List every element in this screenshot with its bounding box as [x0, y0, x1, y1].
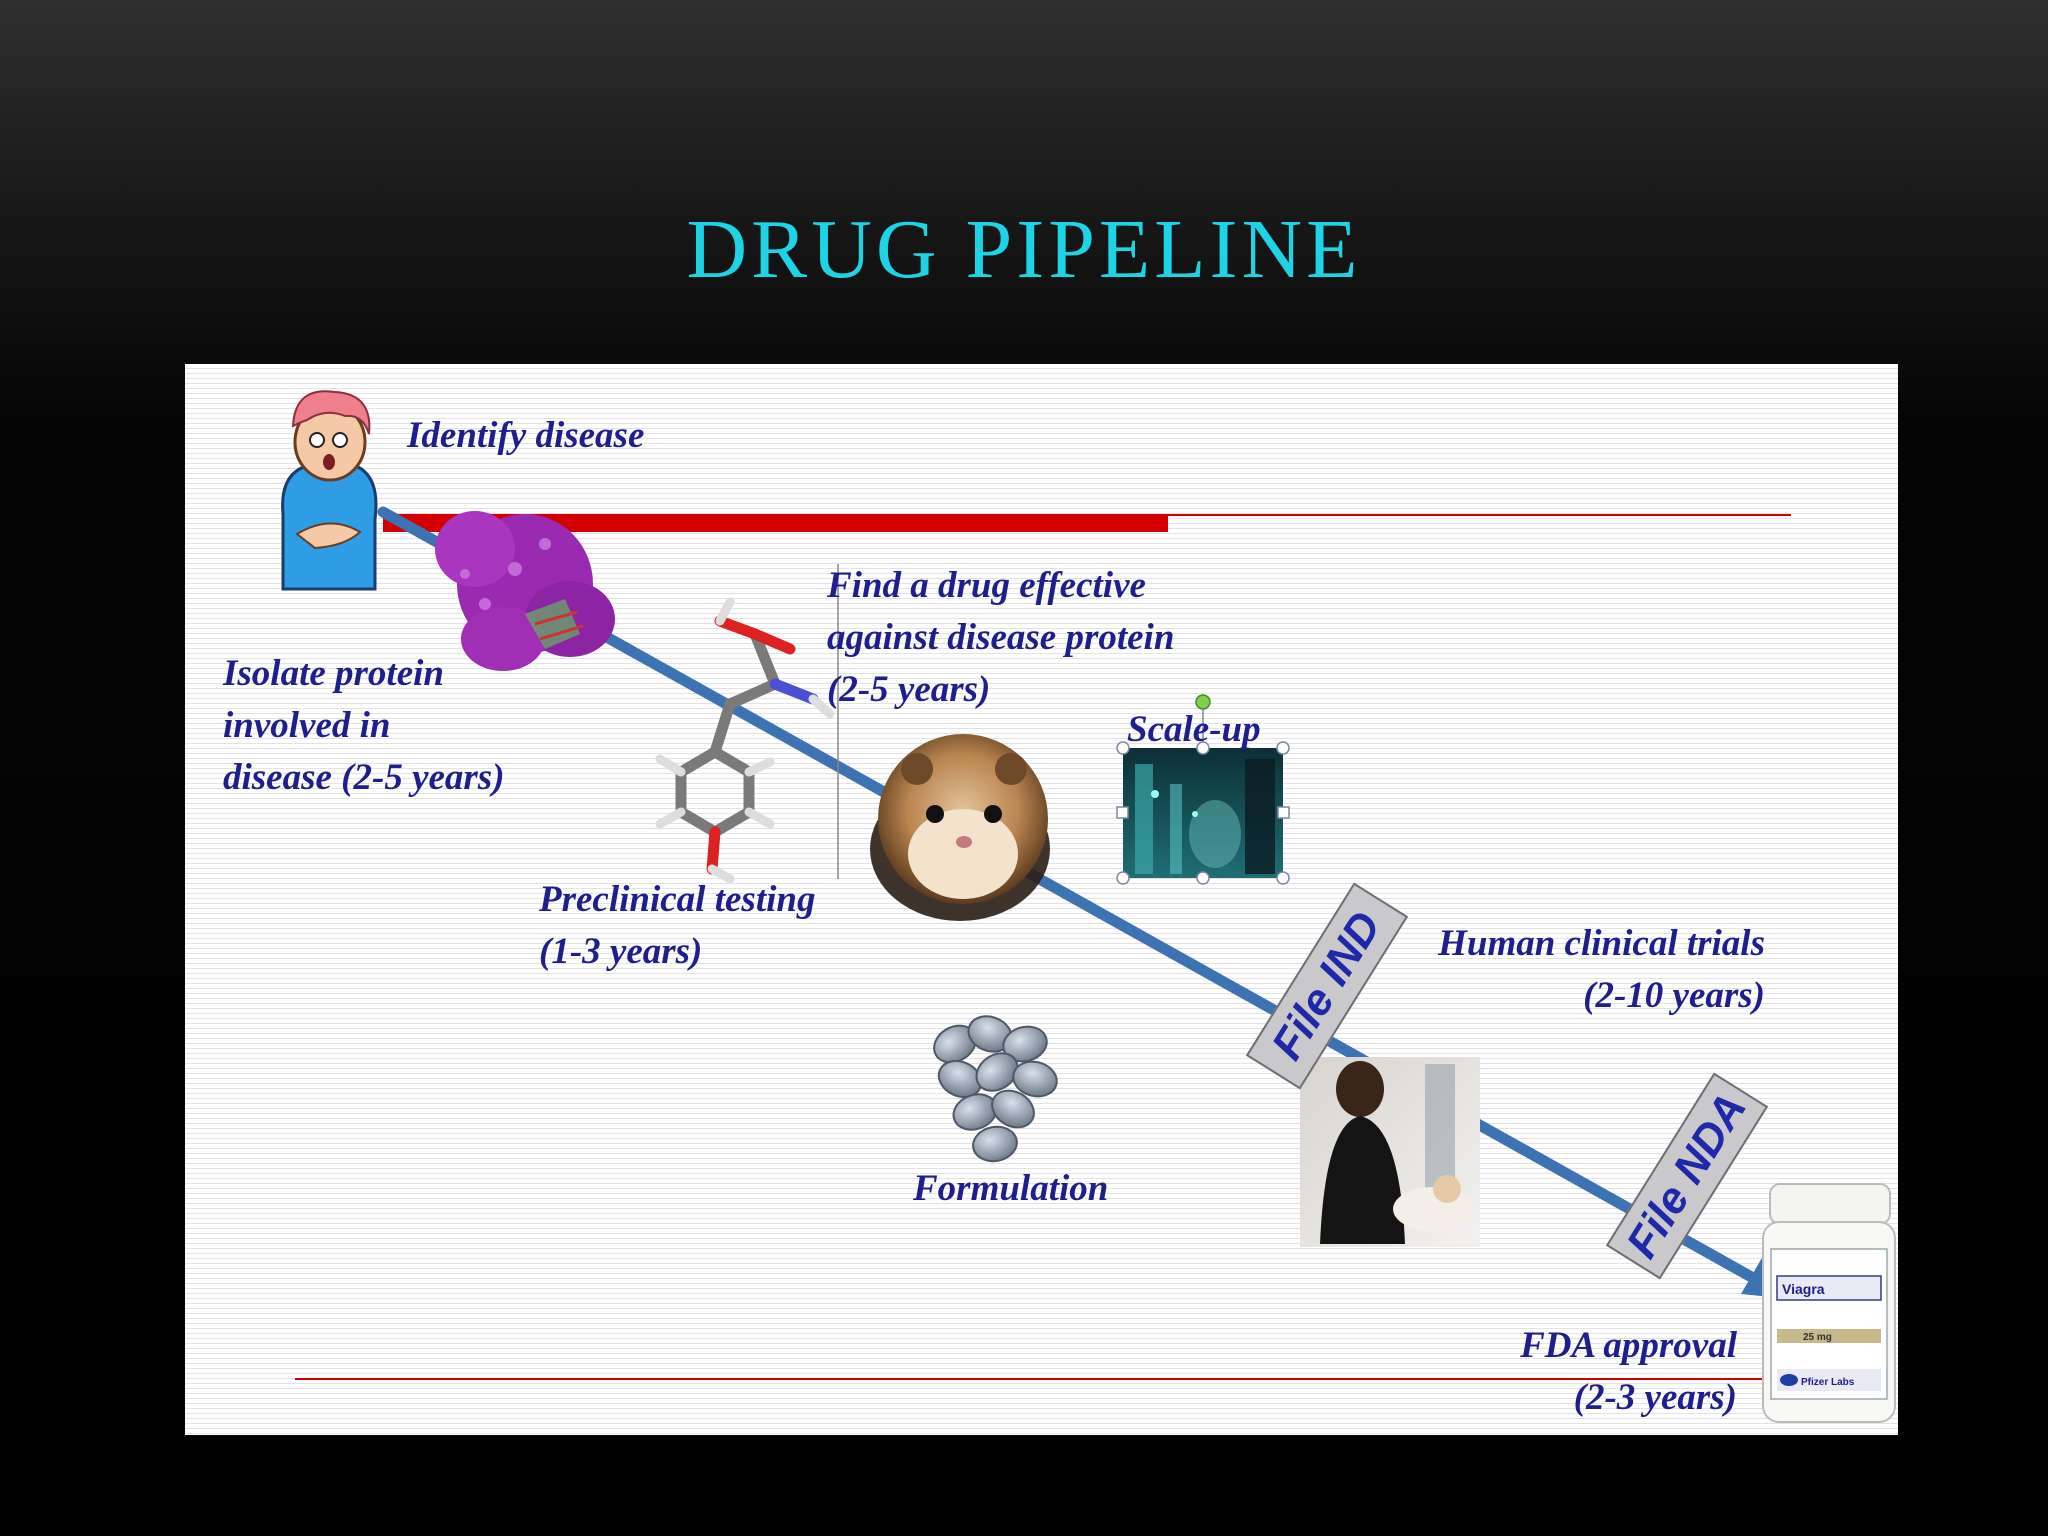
molecule-icon — [660, 602, 830, 879]
bottle-brand: Viagra — [1782, 1281, 1825, 1297]
patient-icon — [283, 391, 376, 589]
pills-icon — [927, 1011, 1060, 1165]
bottle-maker: Pfizer Labs — [1801, 1377, 1855, 1388]
label-identify-disease: Identify disease — [407, 410, 644, 462]
slide-title: DRUG PIPELINE — [0, 208, 2048, 292]
label-isolate-protein: Isolate protein involved in disease (2-5… — [223, 648, 505, 804]
label-scaleup: Scale-up — [1127, 704, 1261, 756]
pill-bottle-icon: Viagra 25 mg Pfizer Labs — [1763, 1184, 1895, 1422]
label-preclinical: Preclinical testing (1-3 years) — [539, 874, 815, 978]
hamster-icon — [870, 734, 1050, 921]
diagram-graphics: Viagra 25 mg Pfizer Labs — [185, 364, 1898, 1435]
bottle-dose: 25 mg — [1803, 1332, 1832, 1343]
drug-pipeline-diagram: Viagra 25 mg Pfizer Labs Identify diseas… — [185, 364, 1898, 1435]
label-find-drug: Find a drug effective against disease pr… — [827, 560, 1174, 716]
label-fda-approval: FDA approval (2-3 years) — [1265, 1320, 1737, 1424]
label-formulation: Formulation — [913, 1163, 1108, 1215]
protein-structure-icon — [435, 511, 615, 671]
clinical-trial-photo — [1300, 1057, 1480, 1247]
